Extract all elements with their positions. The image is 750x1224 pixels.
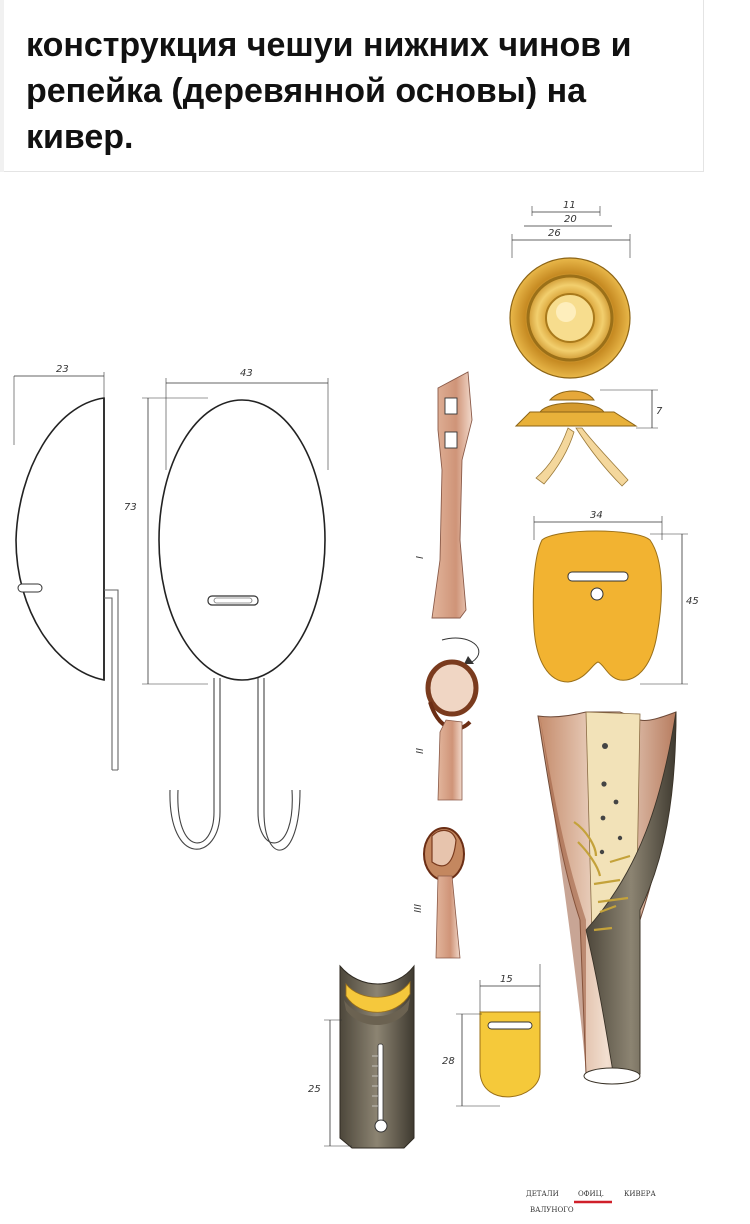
dim-rosette-outer: 26 bbox=[548, 228, 561, 239]
gold-plate: 34 45 bbox=[532, 510, 699, 685]
strap-stage-1: I bbox=[413, 371, 473, 619]
dim-small-plate-width: 15 bbox=[500, 974, 513, 985]
caption-details: ДЕТАЛИ bbox=[526, 1190, 559, 1198]
caption: ДЕТАЛИ ОФИЦ. КИВЕРА ВАЛУНОГО bbox=[526, 1190, 656, 1214]
dim-half-width: 23 bbox=[56, 364, 69, 375]
caption-valunogo: ВАЛУНОГО bbox=[530, 1206, 574, 1214]
stage-label-2: II bbox=[413, 748, 424, 754]
page-title: конструкция чешуи нижних чинов и репейка… bbox=[26, 26, 632, 156]
strap-stage-2: II bbox=[413, 637, 480, 801]
dim-oval-height: 73 bbox=[124, 502, 137, 513]
dim-rosette-mid: 20 bbox=[564, 214, 577, 225]
dim-plate-height: 45 bbox=[686, 596, 699, 607]
card-edge bbox=[0, 0, 4, 172]
wooden-base-cone bbox=[537, 711, 677, 1085]
title-card: конструкция чешуи нижних чинов и репейка… bbox=[0, 0, 704, 172]
dim-small-plate-height: 28 bbox=[442, 1056, 455, 1067]
strap-stage-3: III bbox=[411, 827, 465, 959]
stage-label-1: I bbox=[413, 556, 424, 559]
rosette-side-view: 7 bbox=[514, 389, 663, 487]
dim-rosette-inner: 11 bbox=[563, 200, 576, 211]
scale-front-view: 43 73 bbox=[124, 368, 329, 851]
dim-oval-width: 43 bbox=[240, 368, 253, 379]
small-gold-tab: 15 28 bbox=[442, 964, 541, 1107]
caption-officer: ОФИЦ. bbox=[578, 1190, 604, 1198]
caption-kiver: КИВЕРА bbox=[624, 1190, 656, 1198]
dark-chinstrap-end: 25 bbox=[308, 964, 415, 1149]
dim-rosette-height: 7 bbox=[656, 406, 663, 417]
stage-label-3: III bbox=[411, 904, 422, 913]
scale-side-view: 23 bbox=[13, 364, 119, 771]
dim-bottom-strap-height: 25 bbox=[308, 1084, 321, 1095]
rosette-top-view: 11 20 26 bbox=[509, 200, 631, 379]
dim-plate-width: 34 bbox=[590, 510, 603, 521]
